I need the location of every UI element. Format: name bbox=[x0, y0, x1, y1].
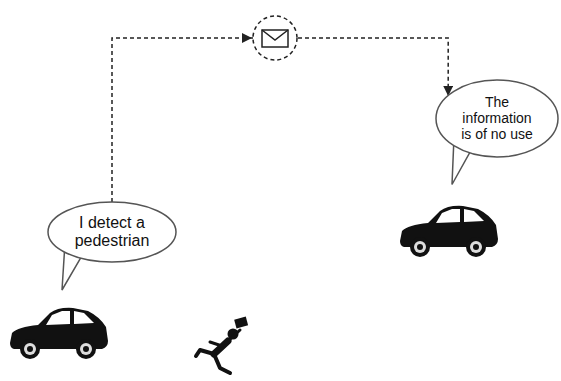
envelope-icon bbox=[242, 16, 297, 60]
speech-bubble: I detect a pedestrian bbox=[47, 201, 177, 263]
bubble-text-group: I detect a pedestrian bbox=[70, 214, 154, 250]
bubble-text: The information is of no use bbox=[457, 94, 537, 142]
bubble-text-group: The information is of no use bbox=[457, 94, 537, 142]
bubble-ellipse bbox=[48, 202, 176, 262]
bubble-ellipse bbox=[436, 80, 558, 157]
car-left bbox=[10, 308, 108, 359]
pedestrian-figure bbox=[196, 317, 248, 373]
speech-bubble: The information is of no use bbox=[435, 79, 559, 158]
message-connector bbox=[112, 38, 448, 202]
car-right bbox=[400, 206, 498, 257]
bubble-text: I detect a pedestrian bbox=[70, 214, 154, 250]
